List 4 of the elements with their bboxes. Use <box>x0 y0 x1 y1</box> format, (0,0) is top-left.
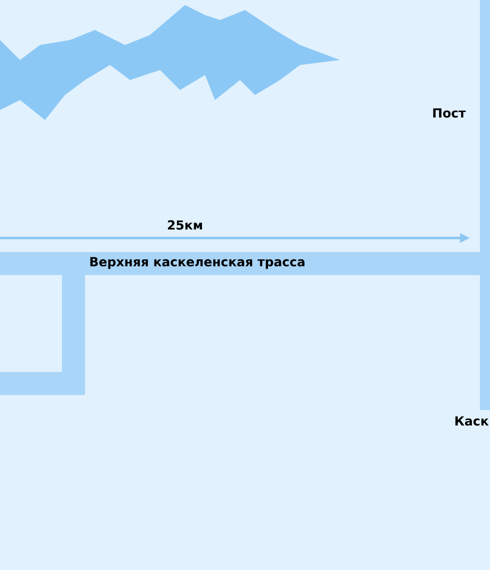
map-label: 25км <box>168 220 202 230</box>
map-label: Верхняя каскеленская трасса <box>90 257 304 269</box>
map-label: Пост <box>433 108 466 118</box>
map-label: Каск <box>455 416 489 426</box>
